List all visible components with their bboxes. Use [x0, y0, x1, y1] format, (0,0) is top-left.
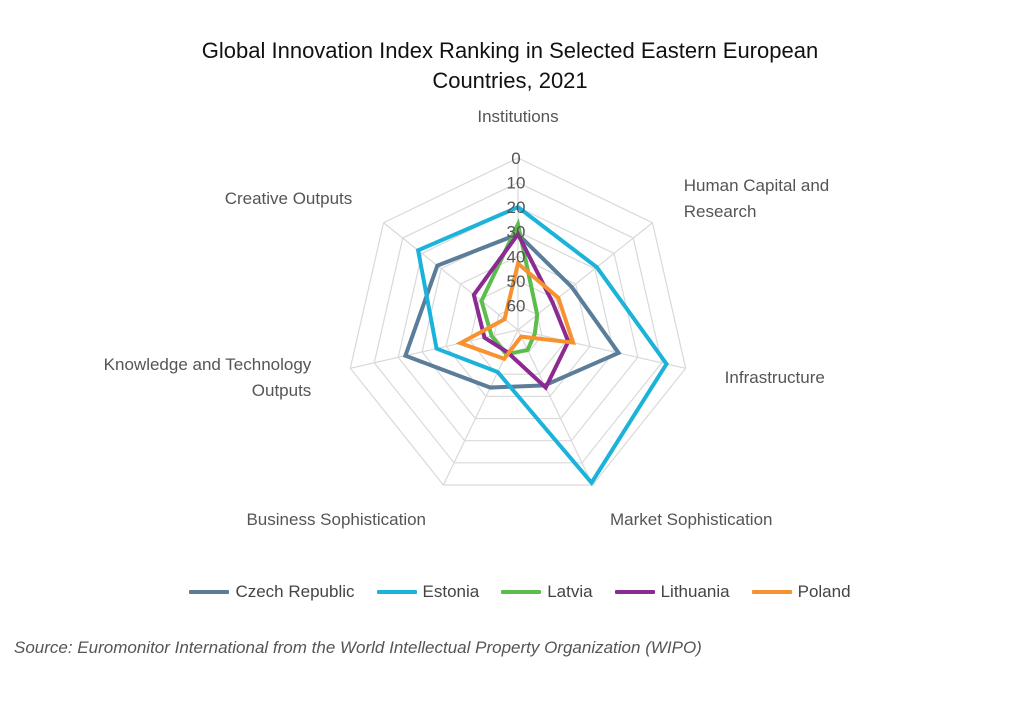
chart-title-line-1: Global Innovation Index Ranking in Selec…	[201, 38, 819, 63]
legend-label-czech-republic: Czech Republic	[235, 582, 355, 601]
spoke-infrastructure	[517, 329, 686, 369]
chart-title: Global Innovation Index Ranking in Selec…	[0, 36, 1020, 96]
series-lithuania	[471, 230, 571, 391]
legend-item-lithuania[interactable]: Lithuania	[614, 582, 730, 602]
radial-tick-20: 20	[507, 198, 526, 217]
legend-swatch-czech-republic	[189, 590, 230, 594]
axis-label-market-sophistication: Market Sophistication	[610, 510, 773, 529]
radar-series	[402, 204, 669, 487]
series-czech-republic	[402, 231, 622, 390]
legend-label-estonia: Estonia	[422, 582, 480, 601]
chart-title-line-2: Countries, 2021	[432, 68, 588, 93]
grid-ring-0	[349, 157, 687, 486]
radial-tick-50: 50	[507, 272, 526, 291]
grid-ring-20	[397, 206, 639, 442]
legend-item-poland[interactable]: Poland	[751, 582, 851, 602]
radial-tick-labels: 0 10 20 30 40 50 60	[507, 149, 526, 315]
spoke-human-capital-and-research	[517, 222, 653, 331]
legend-swatch-latvia	[501, 590, 542, 594]
radial-tick-10: 10	[507, 174, 526, 193]
axis-label-creative-outputs: Creative Outputs	[225, 189, 353, 208]
axis-label-infrastructure: Infrastructure	[725, 368, 825, 387]
legend-item-estonia[interactable]: Estonia	[376, 582, 480, 602]
spoke-creative-outputs	[383, 222, 519, 331]
radial-tick-30: 30	[507, 223, 526, 242]
legend-label-poland: Poland	[797, 582, 851, 601]
spoke-market-sophistication	[517, 329, 594, 486]
radial-tick-60: 60	[507, 296, 526, 315]
legend-swatch-lithuania	[614, 590, 655, 594]
legend-item-latvia[interactable]: Latvia	[501, 582, 593, 602]
grid-ring-30	[421, 231, 615, 420]
radial-tick-40: 40	[507, 247, 526, 266]
axis-label-business-sophistication: Business Sophistication	[246, 510, 426, 529]
legend-label-lithuania: Lithuania	[660, 582, 730, 601]
radial-tick-0: 0	[511, 149, 520, 168]
series-latvia	[479, 218, 540, 357]
series-estonia	[415, 204, 669, 487]
source-note: Source: Euromonitor International from t…	[14, 638, 702, 657]
legend-swatch-estonia	[376, 590, 417, 594]
legend-label-latvia: Latvia	[547, 582, 593, 601]
legend-item-czech-republic[interactable]: Czech Republic	[189, 582, 355, 602]
legend: Czech Republic Estonia Latvia Lithuania …	[0, 582, 1024, 602]
axis-label-institutions: Institutions	[477, 107, 558, 126]
legend-swatch-poland	[751, 590, 792, 594]
series-poland	[455, 260, 576, 362]
grid-ring-10	[373, 181, 663, 464]
